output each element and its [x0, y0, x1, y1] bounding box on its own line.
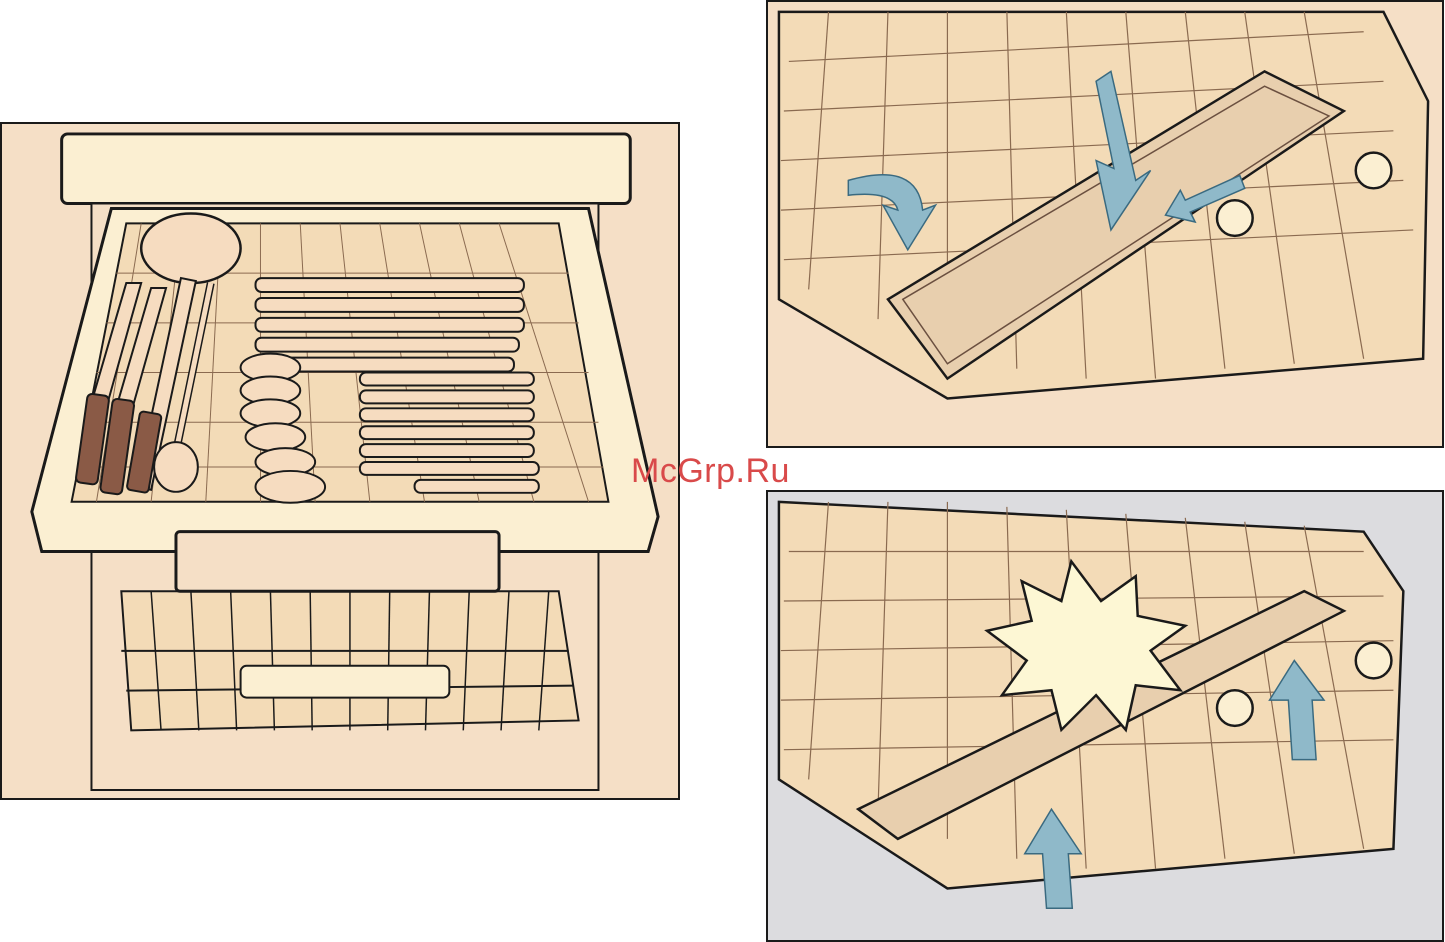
lower-rack-icon [121, 591, 578, 730]
insert-click-panel [766, 490, 1444, 942]
cutlery-drawer-panel [0, 122, 680, 800]
insert-click-illustration [768, 492, 1442, 940]
cutlery-drawer-illustration [2, 124, 678, 798]
rack-wheel [1356, 153, 1392, 189]
watermark-text: McGrp.Ru [631, 452, 790, 491]
rack-wheel [1217, 200, 1253, 236]
insert-removal-panel [766, 0, 1444, 448]
rack-wheel [1356, 643, 1392, 679]
fork-icon [256, 278, 524, 371]
rack-wheel [1217, 690, 1253, 726]
insert-removal-illustration [768, 2, 1442, 446]
drawer-handle [176, 532, 499, 592]
dishwasher-top-panel [62, 134, 631, 204]
knife-icon [360, 373, 539, 493]
